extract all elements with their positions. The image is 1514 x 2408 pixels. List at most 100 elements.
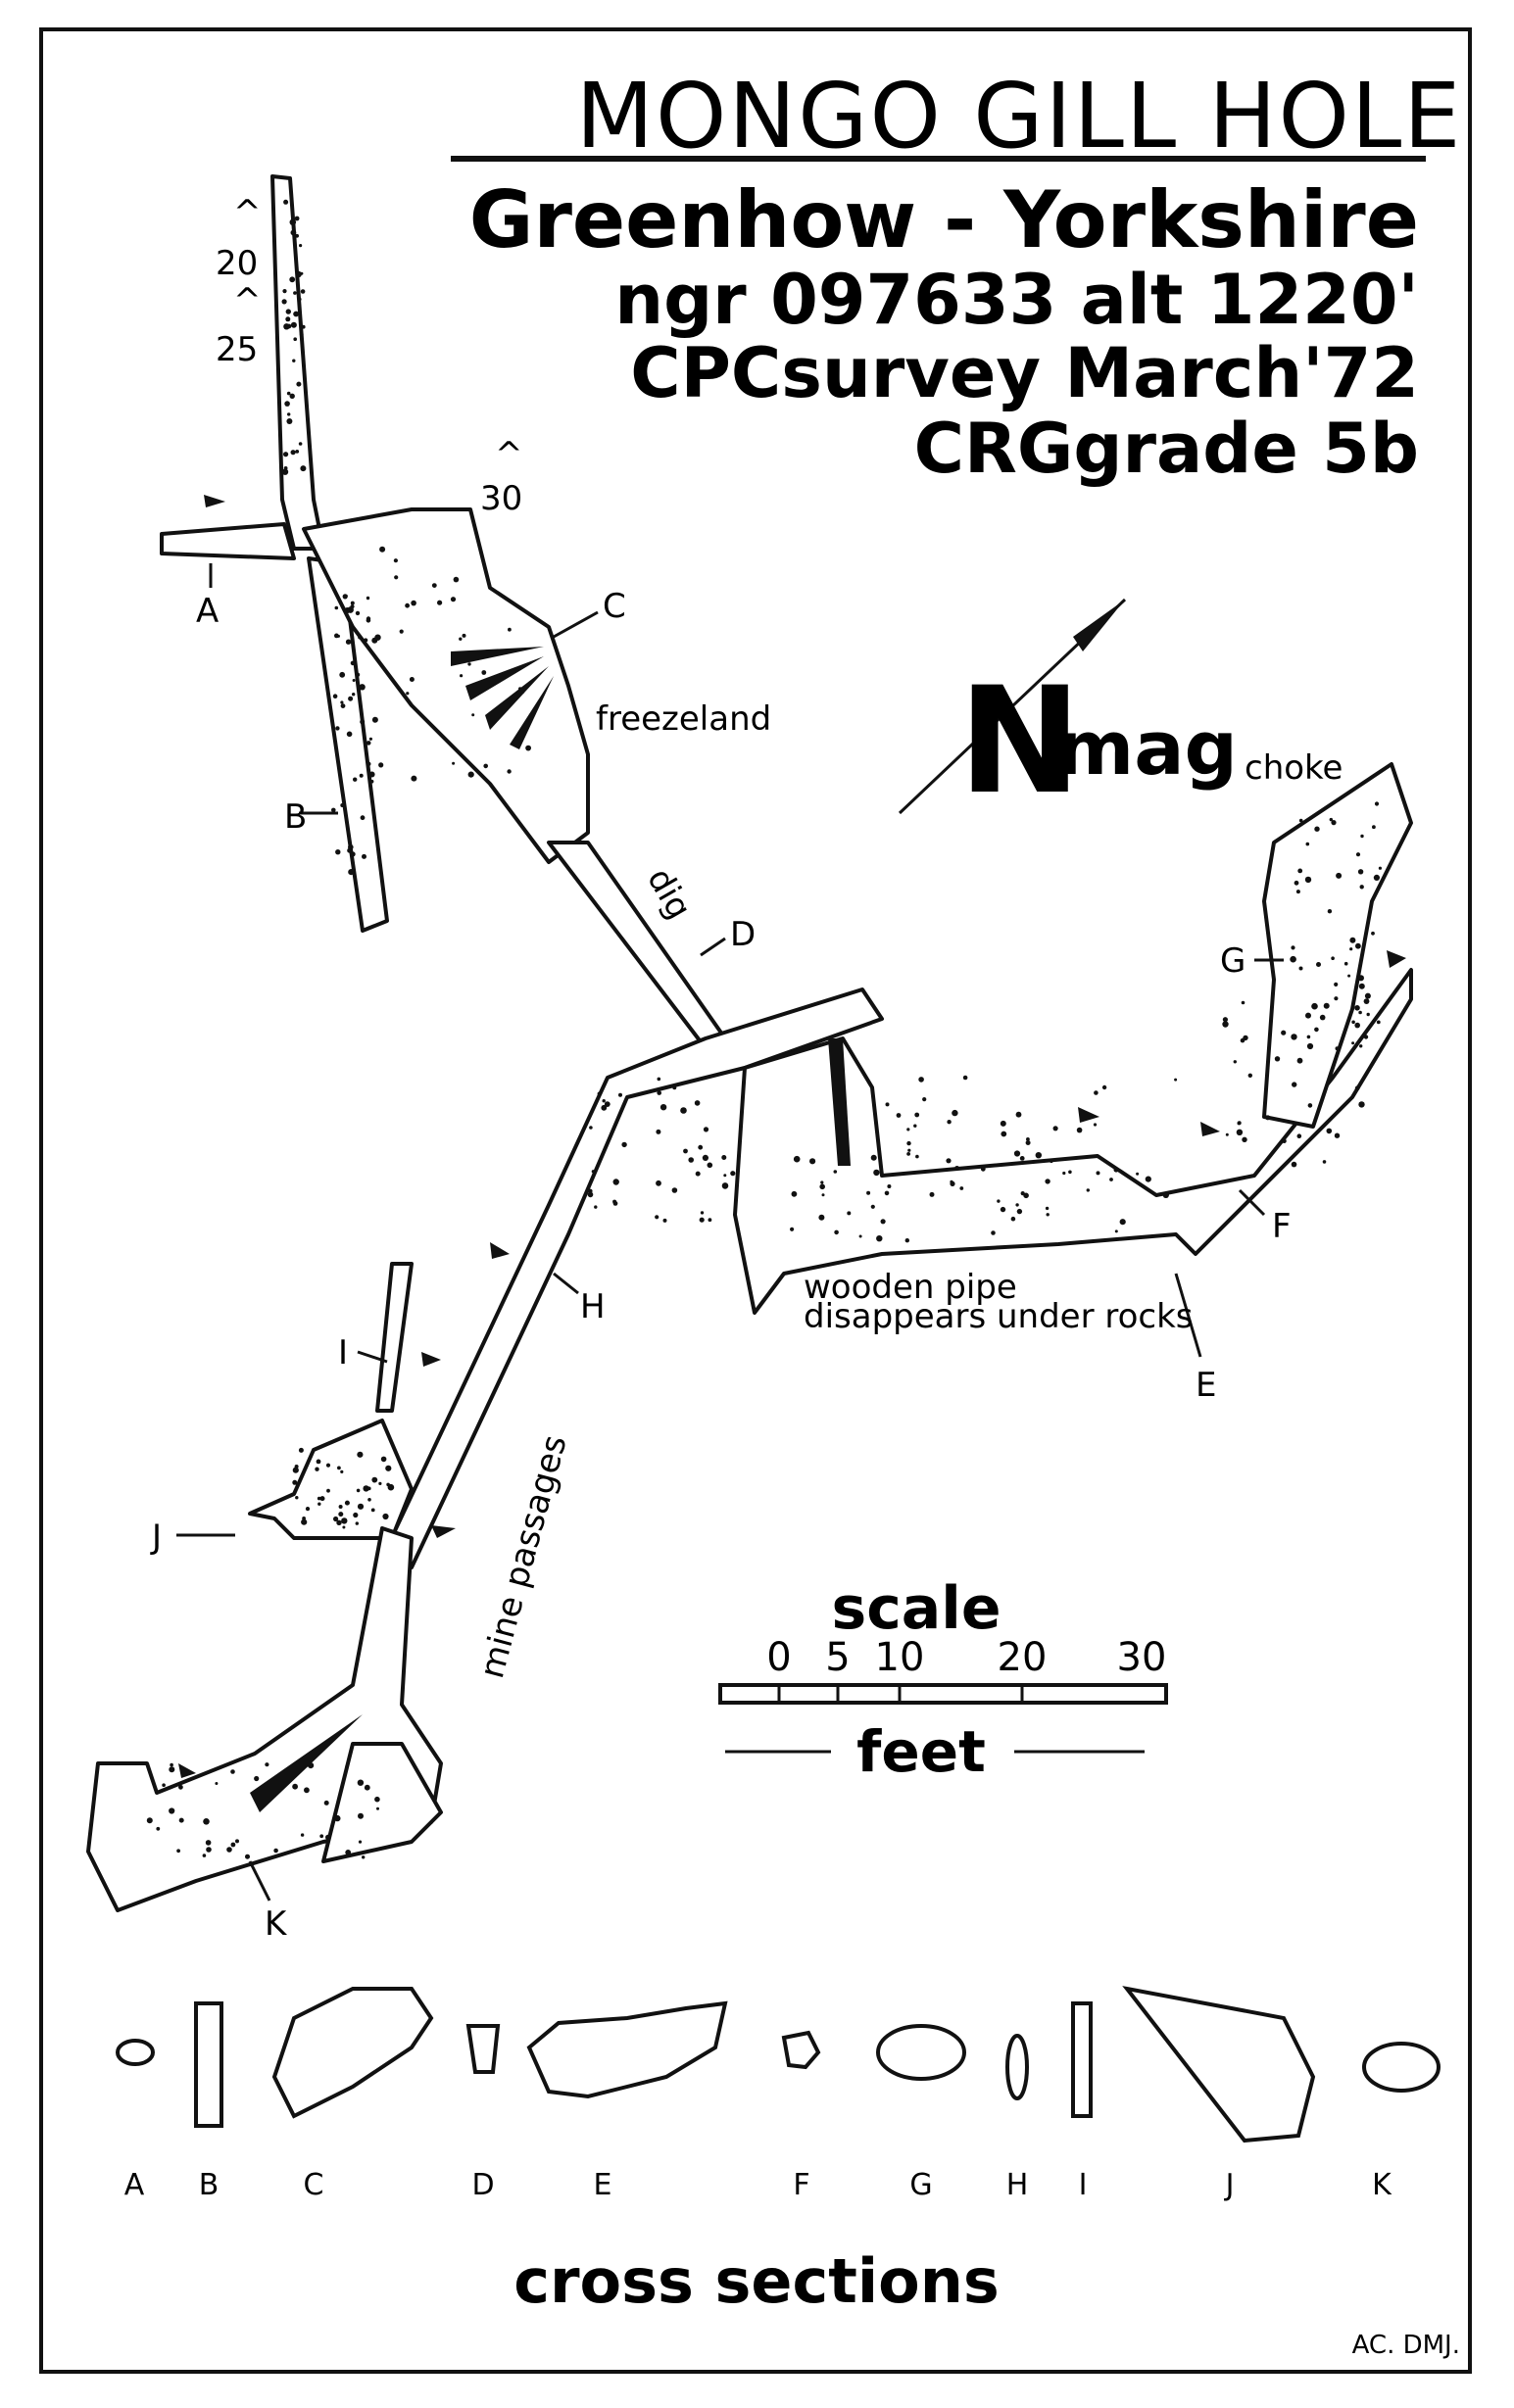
stipple-dot	[1374, 801, 1380, 806]
stipple-dot	[291, 322, 295, 327]
cross-letter-e: E	[594, 2168, 612, 2202]
stipple-dot	[284, 401, 290, 407]
stipple-dot	[385, 1465, 392, 1471]
stipple-dot	[1311, 1002, 1318, 1010]
stipple-dot	[350, 851, 356, 857]
stipple-dot	[315, 1467, 319, 1471]
stipple-dot	[295, 270, 302, 278]
stipple-dot	[317, 1496, 321, 1501]
cross-section-c	[271, 1987, 434, 2119]
stipple-dot	[821, 1193, 825, 1197]
stipple-dot	[344, 594, 348, 598]
section-marker-i: I	[338, 1333, 348, 1373]
stipple-dot	[1306, 1042, 1314, 1050]
stipple-dot	[906, 1140, 911, 1146]
stipple-dot	[507, 769, 512, 774]
scale-tick-0: 0	[766, 1635, 791, 1680]
stipple-dot	[1274, 1056, 1281, 1062]
section-markers: A B C D E F G H I J K	[150, 563, 1292, 1944]
stipple-dot	[613, 1122, 618, 1126]
stipple-dot	[405, 602, 410, 608]
stipple-dot	[359, 773, 364, 778]
section-marker-b: B	[284, 797, 307, 837]
stipple-dot	[399, 629, 404, 634]
stipple-dot	[885, 1102, 890, 1107]
stipple-dot	[362, 1855, 366, 1859]
stipple-dot	[1062, 1171, 1066, 1176]
stipple-dot	[1093, 1123, 1098, 1127]
cross-letter-c: C	[304, 2168, 324, 2202]
cross-section-d	[465, 2024, 501, 2074]
stipple-dot	[334, 633, 339, 639]
stipple-dot	[1237, 1121, 1242, 1126]
stipple-dot	[467, 662, 471, 666]
cross-section-a	[116, 2039, 155, 2066]
stipple-dot	[367, 1498, 371, 1502]
stipple-dot	[1265, 1115, 1271, 1121]
stipple-dot	[1247, 1073, 1253, 1079]
stipple-dot	[1109, 1178, 1113, 1181]
stipple-dot	[289, 393, 295, 399]
stipple-dot	[525, 745, 531, 751]
stipple-dot	[1291, 945, 1295, 950]
stipple-dot	[360, 815, 366, 821]
stipple-dot	[202, 1854, 207, 1857]
stipple-dot	[655, 1215, 659, 1220]
slope-wedge	[510, 676, 554, 749]
stipple-dot	[281, 299, 287, 305]
stipple-dot	[1282, 1138, 1287, 1143]
stipple-dot	[1046, 1213, 1050, 1217]
stipple-dot	[294, 216, 300, 221]
stipple-dot	[1052, 1126, 1058, 1132]
stipple-dot	[453, 576, 460, 583]
junction-chamber	[248, 1419, 414, 1540]
stipple-dot	[672, 1085, 677, 1090]
stipple-dot	[870, 1154, 877, 1161]
stipple-dot	[1114, 1229, 1118, 1233]
stipple-dot	[1015, 1111, 1022, 1118]
stipple-dot	[1314, 1027, 1319, 1033]
stipple-dot	[1000, 1206, 1006, 1213]
stipple-dot	[1358, 1010, 1362, 1015]
stipple-dot	[922, 1097, 927, 1102]
stipple-dot	[205, 1840, 212, 1846]
stipple-dot	[299, 332, 304, 337]
stipple-dot	[368, 771, 375, 778]
stipple-dot	[657, 1077, 661, 1082]
choke-branch	[1262, 762, 1413, 1129]
stipple-dot	[1086, 1188, 1091, 1192]
stipple-dot	[374, 634, 381, 641]
stipple-dot	[959, 1186, 964, 1190]
stipple-dot	[591, 1170, 596, 1174]
stipple-dot	[946, 1158, 952, 1164]
stipple-dot	[1023, 1192, 1029, 1199]
stipple-dot	[1025, 1140, 1031, 1145]
scale-bar: scale 0 5 10 20 30 feet	[718, 1574, 1168, 1785]
stipple-dot	[1316, 962, 1321, 967]
stipple-dot	[618, 1092, 622, 1097]
slope-wedges	[250, 647, 851, 1812]
cross-section-h	[1005, 2034, 1029, 2100]
stipple-dot	[847, 1211, 852, 1216]
stipple-dot	[265, 1762, 269, 1767]
stipple-dot	[818, 1214, 825, 1221]
stipple-dot	[1304, 876, 1312, 884]
stipple-dot	[295, 1496, 299, 1500]
stipple-dot	[356, 1488, 361, 1493]
map-survey-credit: CPCsurvey March'72	[630, 333, 1419, 413]
stipple-dot	[1291, 1034, 1297, 1040]
scale-unit: feet	[856, 1718, 986, 1785]
stipple-dot	[290, 450, 296, 456]
stipple-dot	[334, 1814, 341, 1822]
stipple-dot	[604, 1101, 610, 1107]
stipple-dot	[1351, 1020, 1355, 1025]
stipple-dot	[340, 1469, 344, 1473]
stipple-dot	[1174, 1078, 1178, 1082]
stipple-dot	[819, 1183, 825, 1190]
west-spur-passage	[160, 522, 296, 560]
stipple-dot	[1322, 1160, 1327, 1164]
stipple-dot	[1351, 1041, 1355, 1045]
stipple-dot	[206, 1847, 212, 1853]
stipple-dot	[235, 1839, 239, 1844]
stipple-dot	[1349, 937, 1356, 943]
